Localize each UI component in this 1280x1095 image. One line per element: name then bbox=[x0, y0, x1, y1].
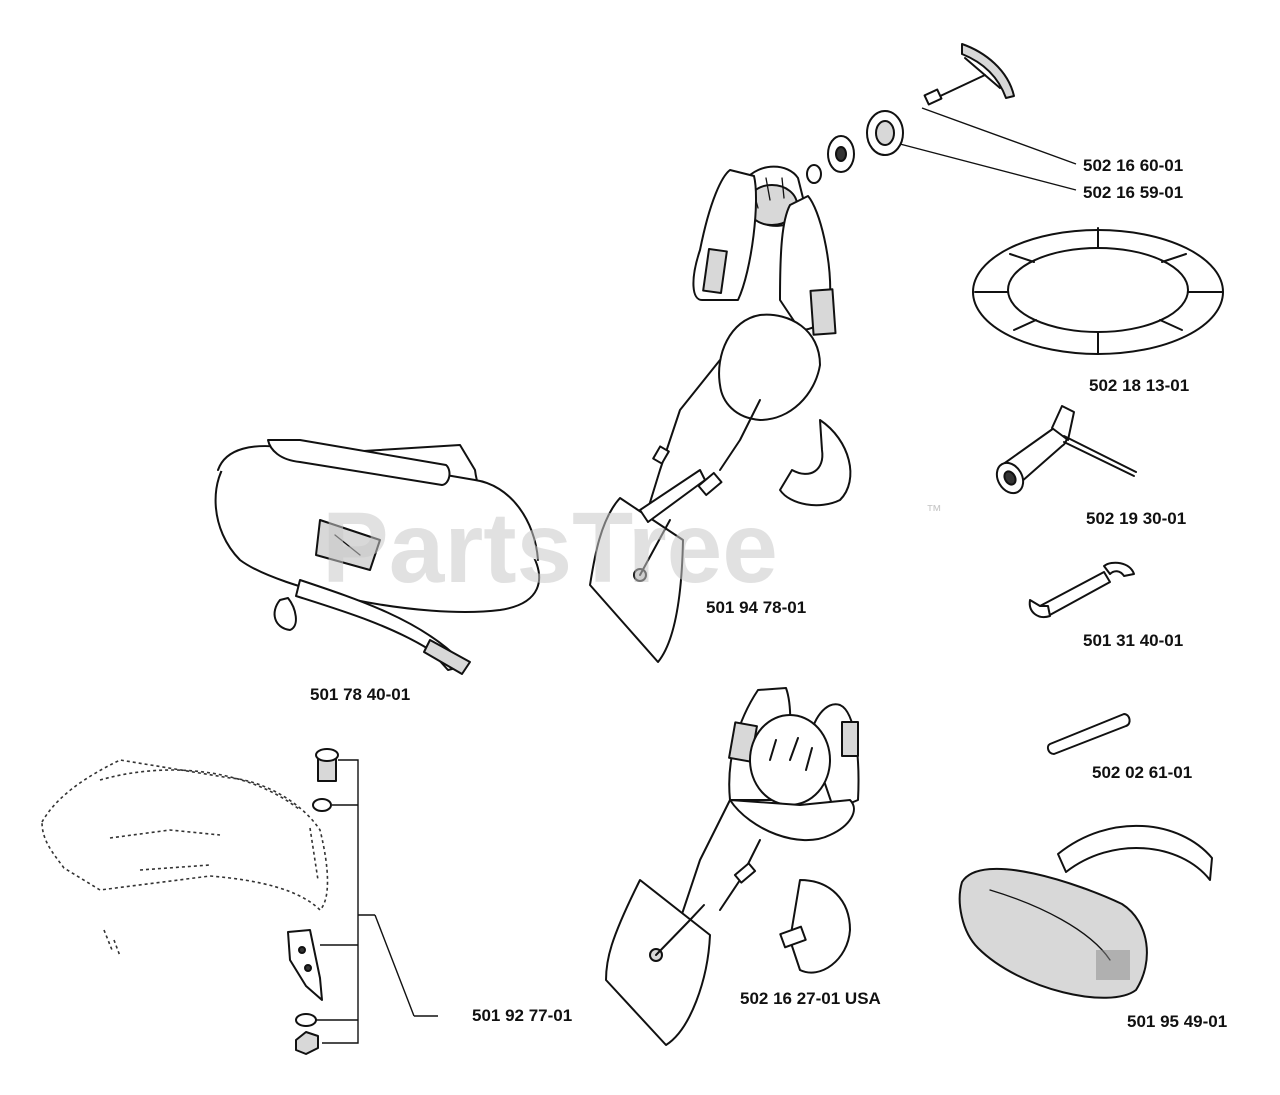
t-handle-wrench-icon bbox=[923, 43, 1015, 106]
part-number-label: 501 92 77-01 bbox=[472, 1006, 572, 1025]
part-number-label: 502 16 27-01 USA bbox=[740, 989, 881, 1008]
harness-usa-icon bbox=[605, 687, 860, 1046]
part-number-label: 502 19 30-01 bbox=[1086, 509, 1186, 528]
part-number-label: 502 16 59-01 bbox=[1083, 183, 1183, 202]
part-number-label: 501 95 49-01 bbox=[1127, 1012, 1227, 1031]
part-number-label: 501 78 40-01 bbox=[310, 685, 410, 704]
hip-belt-icon bbox=[214, 439, 541, 675]
watermark-text: PartsTree bbox=[322, 492, 778, 604]
guard-kit-icon bbox=[41, 748, 438, 1055]
ear-protector-icon bbox=[958, 824, 1213, 999]
part-number-label: 501 31 40-01 bbox=[1083, 631, 1183, 650]
part-number-label: 502 16 60-01 bbox=[1083, 156, 1183, 175]
part-number-label: 502 18 13-01 bbox=[1089, 376, 1189, 395]
socket-wrench-icon bbox=[995, 405, 1137, 495]
part-number-label: 502 02 61-01 bbox=[1092, 763, 1192, 782]
shoulder-harness-icon bbox=[589, 169, 852, 663]
ring-guard-icon bbox=[972, 227, 1224, 355]
nut-washer-set-icon bbox=[744, 110, 904, 227]
pin-rod-icon bbox=[1046, 713, 1131, 755]
part-number-label: 501 94 78-01 bbox=[706, 598, 806, 617]
watermark-trademark: ™ bbox=[926, 503, 942, 520]
open-end-wrench-icon bbox=[1028, 561, 1135, 618]
